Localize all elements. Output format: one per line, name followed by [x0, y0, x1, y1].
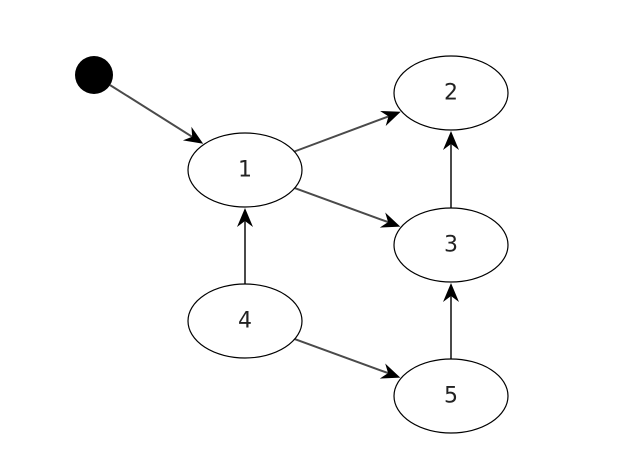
node-3-label: 3	[444, 233, 458, 258]
edge-1-to-3	[294, 187, 401, 228]
node-4: 4	[187, 283, 303, 359]
arrowhead-icon	[182, 126, 204, 144]
edge-line	[294, 115, 389, 153]
node-3-ellipse	[393, 207, 509, 283]
edge-4-to-1	[237, 208, 253, 284]
arrowhead-icon	[380, 111, 401, 126]
start-marker	[75, 56, 113, 94]
arrowhead-icon	[379, 363, 401, 379]
node-3: 3	[393, 207, 509, 283]
edge-1-to-2	[294, 111, 401, 153]
node-2-label: 2	[444, 81, 458, 106]
node-5: 5	[393, 358, 509, 434]
node-5-label: 5	[444, 384, 458, 409]
node-1-label: 1	[238, 158, 252, 183]
edge-5-to-3	[443, 283, 459, 359]
edge-4-to-5	[294, 338, 401, 379]
arrowhead-icon	[443, 131, 459, 150]
edge-line	[294, 338, 389, 375]
node-4-ellipse	[187, 283, 303, 359]
edges-layer	[109, 84, 459, 379]
edge-3-to-2	[443, 131, 459, 208]
edge-start-to-1	[109, 84, 204, 144]
arrowhead-icon	[379, 212, 401, 228]
arrowhead-icon	[443, 283, 459, 302]
edge-line	[109, 84, 193, 138]
node-1-ellipse	[187, 132, 303, 208]
node-2-ellipse	[393, 55, 509, 131]
node-2: 2	[393, 55, 509, 131]
arrowhead-icon	[237, 208, 253, 227]
node-4-label: 4	[238, 309, 252, 334]
node-1: 1	[187, 132, 303, 208]
edge-line	[294, 187, 389, 224]
node-5-ellipse	[393, 358, 509, 434]
